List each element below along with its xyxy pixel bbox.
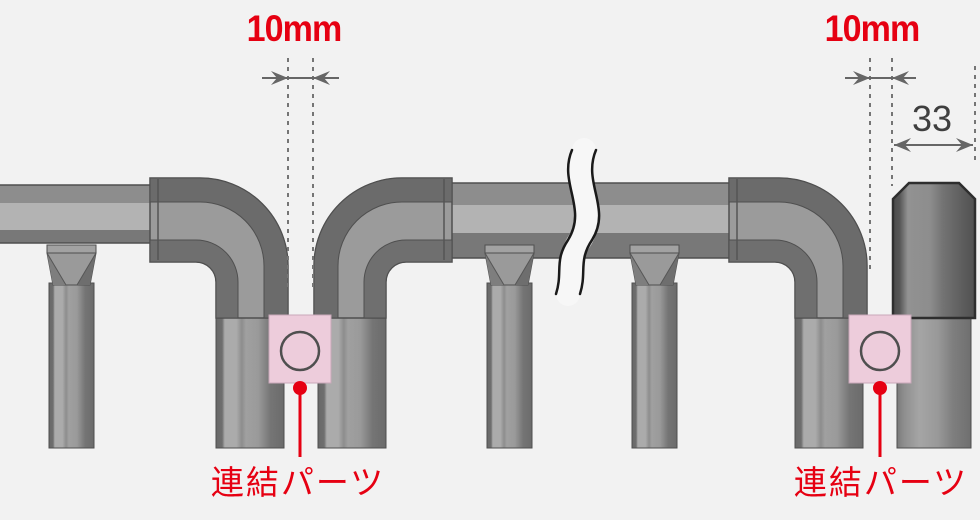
left-rail bbox=[0, 184, 153, 244]
dimension-label-right-gap: 10mm bbox=[825, 8, 920, 50]
dimension-end-width bbox=[894, 138, 973, 152]
dimension-label-left-gap: 10mm bbox=[247, 8, 342, 50]
dimension-left-gap bbox=[262, 71, 339, 85]
funnel-leg-2 bbox=[484, 244, 535, 449]
break-symbol bbox=[554, 138, 601, 306]
funnel-leg-3 bbox=[629, 244, 680, 449]
dimension-label-end-width: 33 bbox=[912, 98, 952, 139]
extension-lines bbox=[287, 58, 976, 292]
funnel-leg-1 bbox=[46, 244, 97, 449]
dimension-right-gap bbox=[845, 71, 916, 85]
connector-label-left: 連結パーツ bbox=[211, 464, 385, 501]
connector-label-right: 連結パーツ bbox=[794, 464, 968, 501]
connector-plate-right bbox=[847, 313, 913, 385]
connector-plate-left bbox=[267, 313, 333, 385]
